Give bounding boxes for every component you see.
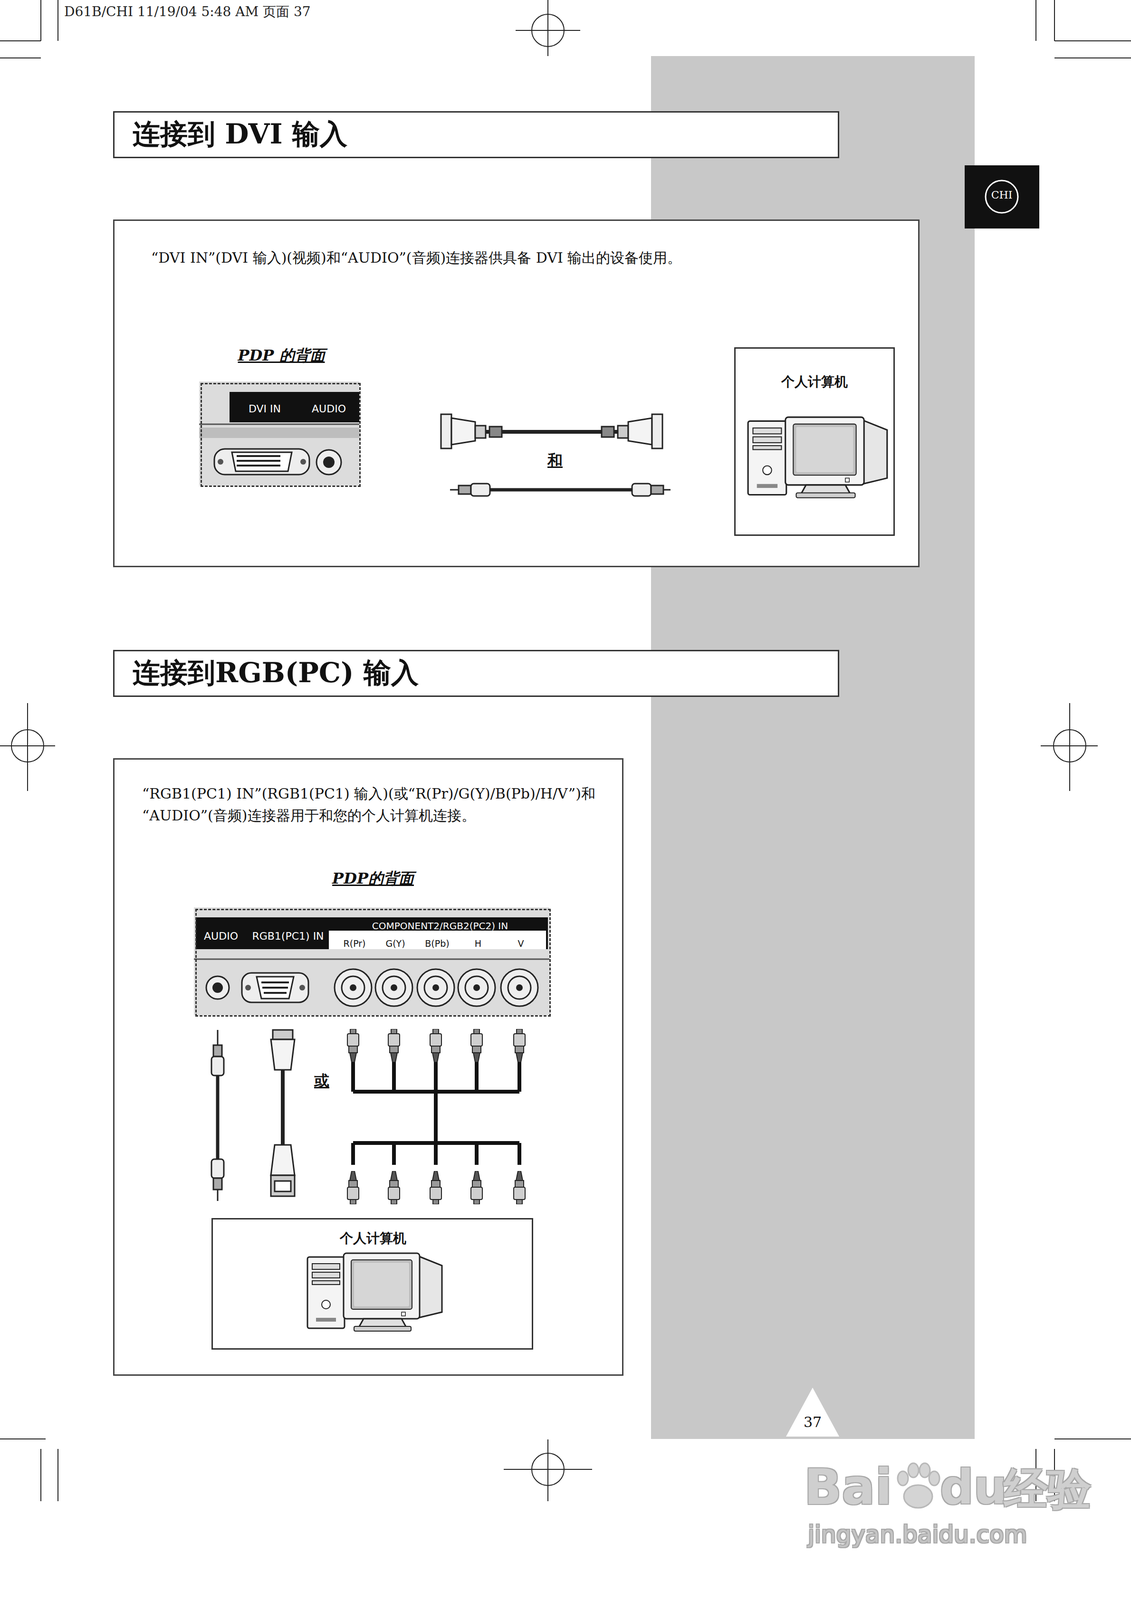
watermark: jingyan.baidu.com xyxy=(807,1520,1084,1550)
section-box: “RGB1(PC1) IN”(RGB1(PC1) 输入)(或“R(Pr)/G(Y… xyxy=(113,758,624,1377)
section-heading: 连接到 DVI 输入 xyxy=(113,111,840,159)
connector-word: 或 xyxy=(305,1072,339,1091)
rear-panel: PDP的背面AUDIORGB1(PC1) INCOMPONENT2/RGB2(P… xyxy=(195,909,551,1017)
device-label: 个人计算机 xyxy=(297,1230,450,1247)
language-tab: CHI xyxy=(982,189,1021,202)
port-label: DVI IN xyxy=(233,402,296,417)
body-text: “DVI IN”(DVI 输入)(视频)和“AUDIO”(音频)连接器供具备 D… xyxy=(151,247,902,269)
port-label: B(Pb) xyxy=(416,937,458,950)
port-label: R(Pr) xyxy=(334,937,375,950)
watermark: 经验 xyxy=(1003,1463,1104,1516)
section-heading: 连接到RGB(PC) 输入 xyxy=(113,650,840,698)
connector-word: 和 xyxy=(538,451,572,470)
section-box: “DVI IN”(DVI 输入)(视频)和“AUDIO”(音频)连接器供具备 D… xyxy=(113,219,920,568)
body-text: “RGB1(PC1) IN”(RGB1(PC1) 输入)(或“R(Pr)/G(Y… xyxy=(142,783,599,827)
panel-heading: PDP的背面 xyxy=(325,869,421,889)
port-label: V xyxy=(501,937,540,950)
heading-text: 连接到 DVI 输入 xyxy=(132,117,817,151)
watermark: du xyxy=(939,1457,1007,1518)
port-label: RGB1(PC1) IN xyxy=(244,929,332,944)
watermark: Bai xyxy=(804,1457,900,1518)
port-label: G(Y) xyxy=(375,937,415,950)
rear-panel: PDP 的背面DVI INAUDIO xyxy=(200,383,361,488)
pc-box: 个人计算机 xyxy=(734,347,895,537)
port-label: AUDIO xyxy=(300,402,358,417)
page-number: 37 xyxy=(793,1414,832,1432)
port-label: COMPONENT2/RGB2(PC2) IN xyxy=(331,919,549,933)
device-label: 个人计算机 xyxy=(740,373,889,391)
print-header: D61B/CHI 11/19/04 5:48 AM 页面 37 xyxy=(64,3,492,20)
port-label: H xyxy=(459,937,498,950)
panel-heading: PDP 的背面 xyxy=(224,345,339,365)
port-label: AUDIO xyxy=(198,929,244,944)
pc-box: 个人计算机 xyxy=(211,1218,534,1351)
heading-text: 连接到RGB(PC) 输入 xyxy=(132,656,817,690)
